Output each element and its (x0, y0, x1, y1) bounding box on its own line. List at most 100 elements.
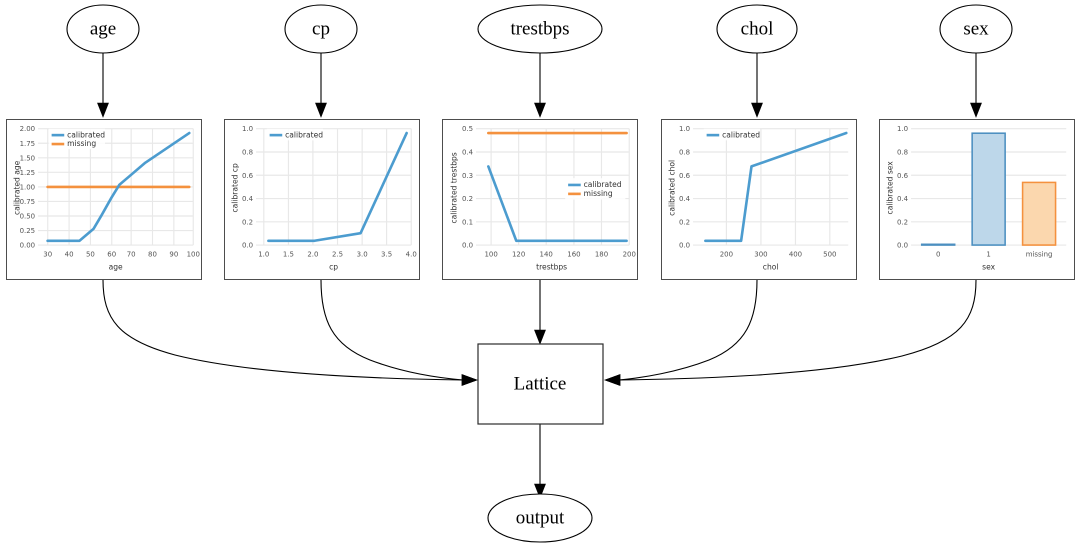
sex-bar-1 (971, 132, 1006, 246)
chol-ylabel: calibrated chol (668, 160, 677, 216)
svg-text:500: 500 (823, 251, 836, 259)
svg-text:200: 200 (623, 251, 636, 259)
cp-x-ticks: 1.0 1.5 2.0 2.5 3.0 3.5 4.0 (258, 251, 417, 259)
age-ylabel: calibrated age (13, 160, 22, 215)
svg-text:0.8: 0.8 (679, 149, 690, 157)
svg-text:180: 180 (595, 251, 608, 259)
edge-cp-to-cp-chart (315, 53, 327, 118)
svg-text:300: 300 (754, 251, 767, 259)
svg-text:100: 100 (187, 251, 200, 259)
svg-text:160: 160 (567, 251, 580, 259)
sex-x-ticks: 0 1 missing (936, 251, 1052, 259)
chart-panel-sex[interactable]: 0.0 0.2 0.4 0.6 0.8 1.0 0 1 missing sex … (879, 119, 1075, 280)
cp-plot: 0.0 0.2 0.4 0.6 0.8 1.0 1.0 1.5 2.0 2.5 … (225, 120, 419, 279)
svg-text:1.0: 1.0 (897, 125, 908, 133)
chart-panel-trestbps[interactable]: 0.0 0.1 0.2 0.3 0.4 0.5 100 120 140 160 … (442, 119, 638, 280)
edge-age-to-age-chart (97, 53, 109, 118)
node-output[interactable]: output (487, 493, 593, 543)
edge-cp-chart-to-lattice (320, 279, 478, 386)
node-cp[interactable]: cp (284, 4, 358, 54)
svg-text:0: 0 (936, 251, 940, 259)
trestbps-y-ticks: 0.0 0.1 0.2 0.3 0.4 0.5 (462, 125, 474, 249)
svg-text:30: 30 (43, 251, 52, 259)
chol-y-ticks: 0.0 0.2 0.4 0.6 0.8 1.0 (679, 125, 691, 249)
svg-text:3.0: 3.0 (357, 251, 368, 259)
svg-text:0.0: 0.0 (242, 242, 253, 250)
node-trestbps[interactable]: trestbps (477, 4, 603, 54)
node-output-label: output (516, 507, 565, 528)
svg-text:100: 100 (484, 251, 497, 259)
node-age-label: age (90, 18, 116, 39)
trestbps-series-calibrated (487, 165, 628, 243)
svg-text:0.2: 0.2 (462, 195, 473, 203)
sex-bars (920, 132, 1057, 246)
svg-text:120: 120 (512, 251, 525, 259)
svg-text:0.6: 0.6 (897, 172, 908, 180)
chol-plot: 0.0 0.2 0.4 0.6 0.8 1.0 200 300 400 500 … (662, 120, 856, 279)
node-trestbps-label: trestbps (510, 18, 569, 39)
age-x-ticks: 30 40 50 60 70 80 90 100 (43, 251, 200, 259)
svg-text:1.0: 1.0 (258, 251, 269, 259)
svg-text:1.75: 1.75 (20, 140, 36, 148)
node-sex-label: sex (963, 18, 989, 39)
node-age[interactable]: age (66, 4, 140, 54)
cp-legend: calibrated (266, 128, 323, 141)
edge-trestbps-to-trestbps-chart (534, 53, 546, 118)
svg-text:1.25: 1.25 (20, 169, 36, 177)
svg-text:1.50: 1.50 (20, 154, 36, 162)
trestbps-legend-missing: missing (584, 189, 613, 198)
age-plot: 0.00 0.25 0.50 0.75 1.00 1.25 1.50 1.75 … (7, 120, 201, 279)
chart-panel-age[interactable]: 0.00 0.25 0.50 0.75 1.00 1.25 1.50 1.75 … (6, 119, 202, 280)
node-sex[interactable]: sex (939, 4, 1013, 54)
svg-text:0.1: 0.1 (462, 218, 473, 226)
svg-text:2.0: 2.0 (307, 251, 318, 259)
node-chol-label: chol (741, 18, 774, 39)
edge-chol-to-chol-chart (751, 53, 763, 118)
svg-text:50: 50 (86, 251, 95, 259)
edge-age-chart-to-lattice (102, 279, 478, 386)
svg-text:1.00: 1.00 (20, 183, 36, 191)
svg-text:400: 400 (789, 251, 802, 259)
svg-text:40: 40 (65, 251, 74, 259)
sex-ylabel: calibrated sex (886, 161, 895, 215)
chart-panel-chol[interactable]: 0.0 0.2 0.4 0.6 0.8 1.0 200 300 400 500 … (661, 119, 857, 280)
svg-text:0.6: 0.6 (679, 172, 690, 180)
cp-grid (256, 128, 412, 246)
age-series-calibrated (46, 131, 191, 243)
node-lattice[interactable]: Lattice (477, 343, 604, 425)
svg-text:0.2: 0.2 (679, 218, 690, 226)
svg-text:70: 70 (127, 251, 136, 259)
trestbps-legend: calibrated missing (565, 178, 626, 200)
trestbps-x-ticks: 100 120 140 160 180 200 (484, 251, 635, 259)
cp-y-ticks: 0.0 0.2 0.4 0.6 0.8 1.0 (242, 125, 254, 249)
sex-bar-missing (1021, 181, 1057, 246)
svg-text:0.25: 0.25 (20, 227, 36, 235)
svg-text:0.6: 0.6 (242, 172, 253, 180)
svg-text:0.8: 0.8 (897, 149, 908, 157)
svg-text:140: 140 (540, 251, 553, 259)
chol-x-ticks: 200 300 400 500 (720, 251, 837, 259)
svg-text:1.5: 1.5 (283, 251, 294, 259)
cp-ylabel: calibrated cp (231, 163, 240, 212)
node-chol[interactable]: chol (716, 4, 798, 54)
age-legend-calibrated: calibrated (67, 130, 105, 139)
chol-legend-calibrated: calibrated (722, 130, 760, 139)
edge-sex-chart-to-lattice (604, 279, 977, 386)
age-y-ticks: 0.00 0.25 0.50 0.75 1.00 1.25 1.50 1.75 … (20, 125, 36, 249)
node-cp-label: cp (312, 18, 330, 39)
svg-text:1.0: 1.0 (242, 125, 253, 133)
cp-series-calibrated (267, 131, 408, 243)
chart-panel-cp[interactable]: 0.0 0.2 0.4 0.6 0.8 1.0 1.0 1.5 2.0 2.5 … (224, 119, 420, 280)
age-xlabel: age (109, 262, 123, 271)
svg-text:1.0: 1.0 (679, 125, 690, 133)
svg-text:0.4: 0.4 (679, 195, 691, 203)
svg-text:0.0: 0.0 (679, 242, 690, 250)
svg-text:0.5: 0.5 (462, 125, 473, 133)
edge-chol-chart-to-lattice (604, 279, 758, 386)
svg-text:2.00: 2.00 (20, 125, 36, 133)
svg-text:0.4: 0.4 (242, 195, 254, 203)
svg-text:200: 200 (720, 251, 733, 259)
svg-text:0.0: 0.0 (462, 242, 473, 250)
cp-legend-calibrated: calibrated (285, 130, 323, 139)
